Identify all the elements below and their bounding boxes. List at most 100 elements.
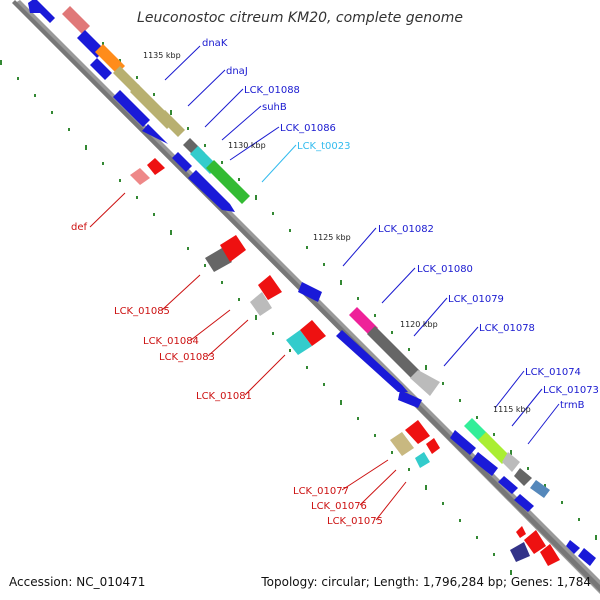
gene-label-LCK_01073[interactable]: LCK_01073	[543, 385, 599, 396]
gene-label-LCK_01085[interactable]: LCK_01085	[114, 306, 170, 317]
reverse-gene-labels: def LCK_01085 LCK_01084 LCK_01083 LCK_01…	[71, 222, 383, 527]
scale-tick	[425, 485, 427, 490]
scale-tick	[289, 229, 291, 232]
scale-tick	[136, 76, 138, 79]
scale-tick	[119, 59, 121, 62]
gene-label-suhB[interactable]: suhB	[262, 102, 287, 113]
forward-gene[interactable]	[172, 152, 192, 172]
scale-tick	[272, 332, 274, 335]
gene-label-def[interactable]: def	[71, 222, 88, 233]
reverse-gene[interactable]	[390, 432, 414, 456]
gene-label-dnaJ[interactable]: dnaJ	[226, 66, 248, 77]
leader-line	[413, 297, 448, 337]
reverse-gene[interactable]	[510, 542, 530, 562]
reverse-gene[interactable]	[250, 292, 272, 316]
forward-gene[interactable]	[28, 0, 55, 23]
reverse-gene[interactable]	[147, 158, 165, 175]
scale-tick	[170, 110, 172, 115]
topology-summary-text: Topology: circular; Length: 1,796,284 bp…	[260, 575, 591, 589]
forward-gene[interactable]	[142, 124, 168, 144]
scale-tick	[102, 42, 104, 45]
leader-line	[229, 126, 280, 161]
gene-label-LCK_01079[interactable]: LCK_01079	[448, 294, 504, 305]
forward-gene[interactable]	[450, 430, 476, 455]
forward-gene[interactable]	[367, 326, 420, 379]
scale-tick	[306, 246, 308, 249]
scale-tick	[493, 553, 495, 556]
gene-label-LCK_01084[interactable]: LCK_01084	[143, 336, 199, 347]
forward-gene[interactable]	[514, 494, 534, 512]
forward-gene[interactable]	[298, 282, 322, 302]
forward-gene[interactable]	[478, 432, 510, 464]
forward-gene[interactable]	[398, 390, 422, 408]
forward-gene[interactable]	[95, 44, 125, 74]
gene-label-LCK_01080[interactable]: LCK_01080	[417, 264, 473, 275]
forward-gene[interactable]	[206, 160, 250, 204]
forward-gene[interactable]	[578, 548, 596, 566]
gene-label-LCK_01075[interactable]: LCK_01075	[327, 516, 383, 527]
leader-line	[161, 274, 201, 311]
gene-label-LCK_01088[interactable]: LCK_01088	[244, 85, 300, 96]
scale-tick	[510, 450, 512, 455]
scale-tick	[238, 178, 240, 181]
scale-tick	[425, 365, 427, 370]
reverse-gene[interactable]	[286, 330, 312, 355]
forward-gene[interactable]	[566, 540, 580, 554]
gene-label-trmB[interactable]: trmB	[560, 400, 585, 411]
scale-tick	[170, 230, 172, 235]
gene-label-LCK_01076[interactable]: LCK_01076	[311, 501, 367, 512]
forward-gene[interactable]	[113, 66, 140, 93]
reverse-gene[interactable]	[426, 438, 440, 454]
scale-ticks	[0, 42, 597, 575]
scale-tick	[85, 145, 87, 150]
kbp-marker-1130: 1130 kbp	[228, 141, 266, 150]
leader-line	[342, 227, 377, 267]
gene-label-LCK_01086[interactable]: LCK_01086	[280, 123, 336, 134]
scale-tick	[544, 484, 546, 487]
forward-gene[interactable]	[158, 110, 185, 137]
forward-gene[interactable]	[502, 452, 520, 472]
gene-label-LCK_01082[interactable]: LCK_01082	[378, 224, 434, 235]
reverse-gene[interactable]	[205, 248, 232, 272]
reverse-gene[interactable]	[300, 320, 326, 346]
scale-tick	[442, 502, 444, 505]
gene-label-LCK_01081[interactable]: LCK_01081	[196, 391, 252, 402]
scale-tick	[408, 468, 410, 471]
leader-line	[207, 319, 249, 357]
gene-label-LCK_01083[interactable]: LCK_01083	[159, 352, 215, 363]
reverse-gene[interactable]	[540, 544, 560, 566]
forward-gene[interactable]	[530, 480, 550, 498]
leader-line	[89, 192, 126, 228]
forward-gene[interactable]	[62, 6, 90, 34]
forward-gene[interactable]	[410, 370, 440, 396]
gene-label-LCK_01077[interactable]: LCK_01077	[293, 486, 349, 497]
forward-gene[interactable]	[188, 170, 235, 212]
scale-tick	[102, 162, 104, 165]
forward-gene[interactable]	[472, 452, 498, 476]
reverse-gene[interactable]	[524, 530, 546, 554]
leader-line	[381, 267, 416, 304]
gene-label-LCK_t0023[interactable]: LCK_t0023	[297, 141, 350, 152]
gene-label-dnaK[interactable]: dnaK	[202, 38, 228, 49]
gene-label-LCK_01078[interactable]: LCK_01078	[479, 323, 535, 334]
reverse-gene[interactable]	[415, 452, 430, 468]
reverse-gene[interactable]	[258, 275, 282, 300]
gene-label-LCK_01074[interactable]: LCK_01074	[525, 367, 581, 378]
scale-tick	[374, 434, 376, 437]
forward-gene[interactable]	[514, 468, 532, 486]
scale-tick	[51, 111, 53, 114]
leader-line	[359, 469, 397, 506]
reverse-gene[interactable]	[405, 420, 430, 444]
forward-gene[interactable]	[336, 330, 408, 392]
forward-gene[interactable]	[349, 307, 378, 336]
reverse-gene[interactable]	[220, 235, 246, 262]
reverse-gene[interactable]	[516, 526, 526, 538]
forward-gene[interactable]	[113, 90, 150, 127]
forward-gene[interactable]	[498, 476, 518, 494]
reverse-gene[interactable]	[130, 168, 150, 185]
scale-tick	[153, 213, 155, 216]
scale-tick	[17, 77, 19, 80]
forward-gene[interactable]	[90, 58, 112, 80]
reverse-strand-genes	[130, 158, 560, 566]
